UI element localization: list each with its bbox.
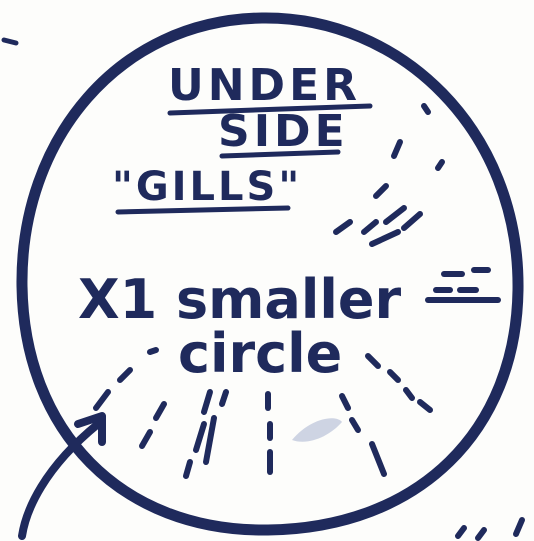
label-under: UNDER (168, 60, 361, 111)
label-side: SIDE (218, 106, 349, 157)
label-gills: "GILLS" (112, 164, 302, 210)
stray-marks-bottom-right (458, 520, 522, 538)
gill-marks-right (428, 270, 498, 300)
gill-marks-upper-right (336, 106, 442, 244)
stray-mark (4, 40, 16, 43)
smudge (292, 418, 342, 442)
label-circle: circle (178, 322, 342, 385)
